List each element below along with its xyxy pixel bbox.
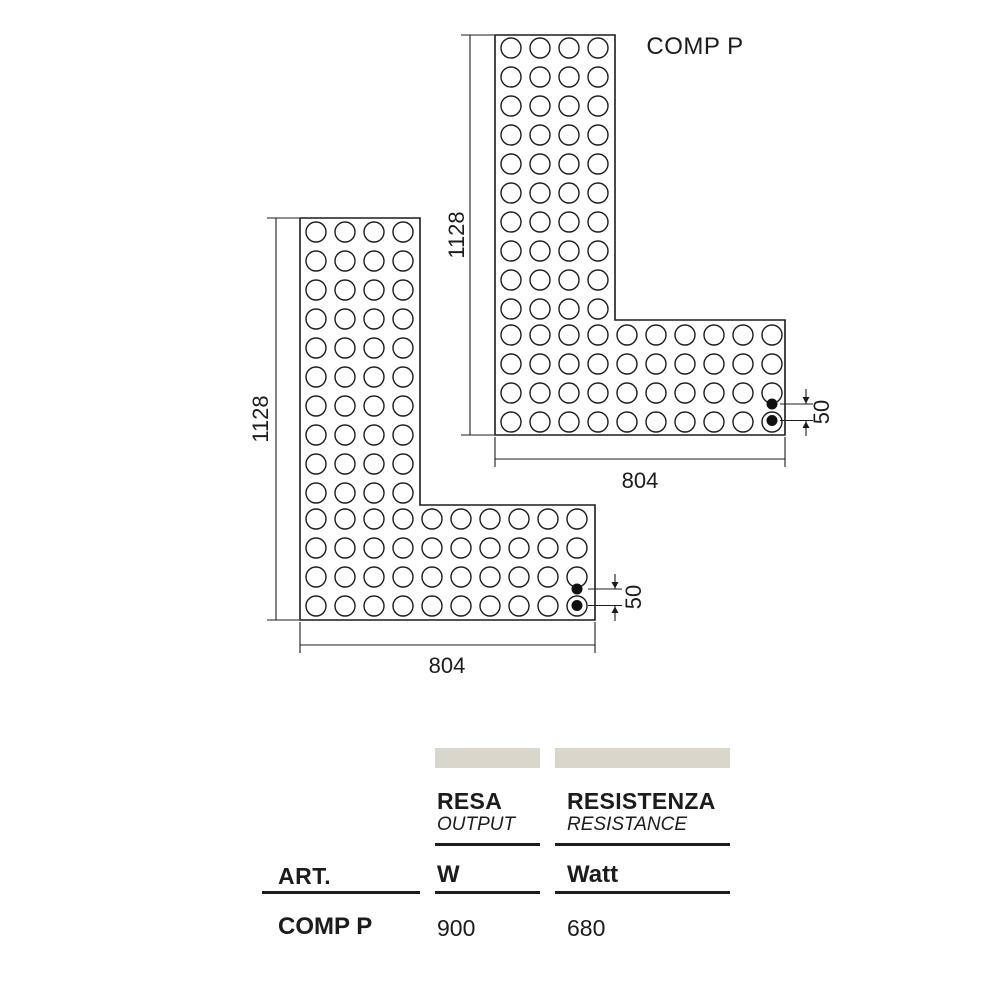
- rule-resistenza: [555, 891, 730, 894]
- resa-title: RESA: [437, 788, 503, 814]
- dim-gap-right: 50: [809, 400, 834, 424]
- dimension-arrows: [611, 397, 810, 613]
- resistenza-subtitle: RESISTANCE: [567, 814, 688, 835]
- rule-resa-top: [435, 843, 540, 846]
- hole-grid-left-vertical: [305, 221, 414, 504]
- figure-title: COMP P: [646, 33, 743, 60]
- dim-height-right: 1128: [444, 211, 469, 258]
- radiator-outline-right: [494, 34, 786, 436]
- dim-gap-left: 50: [621, 585, 646, 609]
- resa-unit: W: [437, 861, 460, 888]
- resa-subtitle: OUTPUT: [437, 814, 516, 835]
- hole-grid-right-vertical: [500, 37, 609, 320]
- resistenza-header-bar: [555, 748, 730, 768]
- art-header: ART.: [278, 863, 332, 889]
- row-art-value: COMP P: [278, 913, 373, 940]
- resa-header-bar: [435, 748, 540, 768]
- row-resistenza-value: 680: [567, 915, 606, 941]
- resistenza-title: RESISTENZA: [567, 788, 716, 814]
- hole-grid-right-horizontal: [500, 324, 783, 433]
- resistenza-unit: Watt: [567, 861, 619, 888]
- connection-dot: [766, 415, 778, 426]
- connection-dots: [571, 398, 778, 611]
- rule-art: [262, 891, 420, 894]
- dim-width-left: 804: [429, 653, 466, 678]
- hole-grid-left-horizontal: [305, 508, 588, 617]
- dim-width-right: 804: [622, 468, 659, 493]
- dim-height-left: 1128: [248, 395, 273, 442]
- connection-dot: [766, 398, 778, 410]
- radiator-technical-drawing: COMP P 1128 804 50 1128 804 50: [248, 33, 834, 678]
- connection-dot: [571, 583, 583, 595]
- connection-dot: [571, 600, 583, 611]
- dimension-lines: [267, 34, 813, 653]
- row-resa-value: 900: [437, 915, 476, 941]
- rule-resistenza-top: [555, 843, 730, 846]
- rule-resa: [435, 891, 540, 894]
